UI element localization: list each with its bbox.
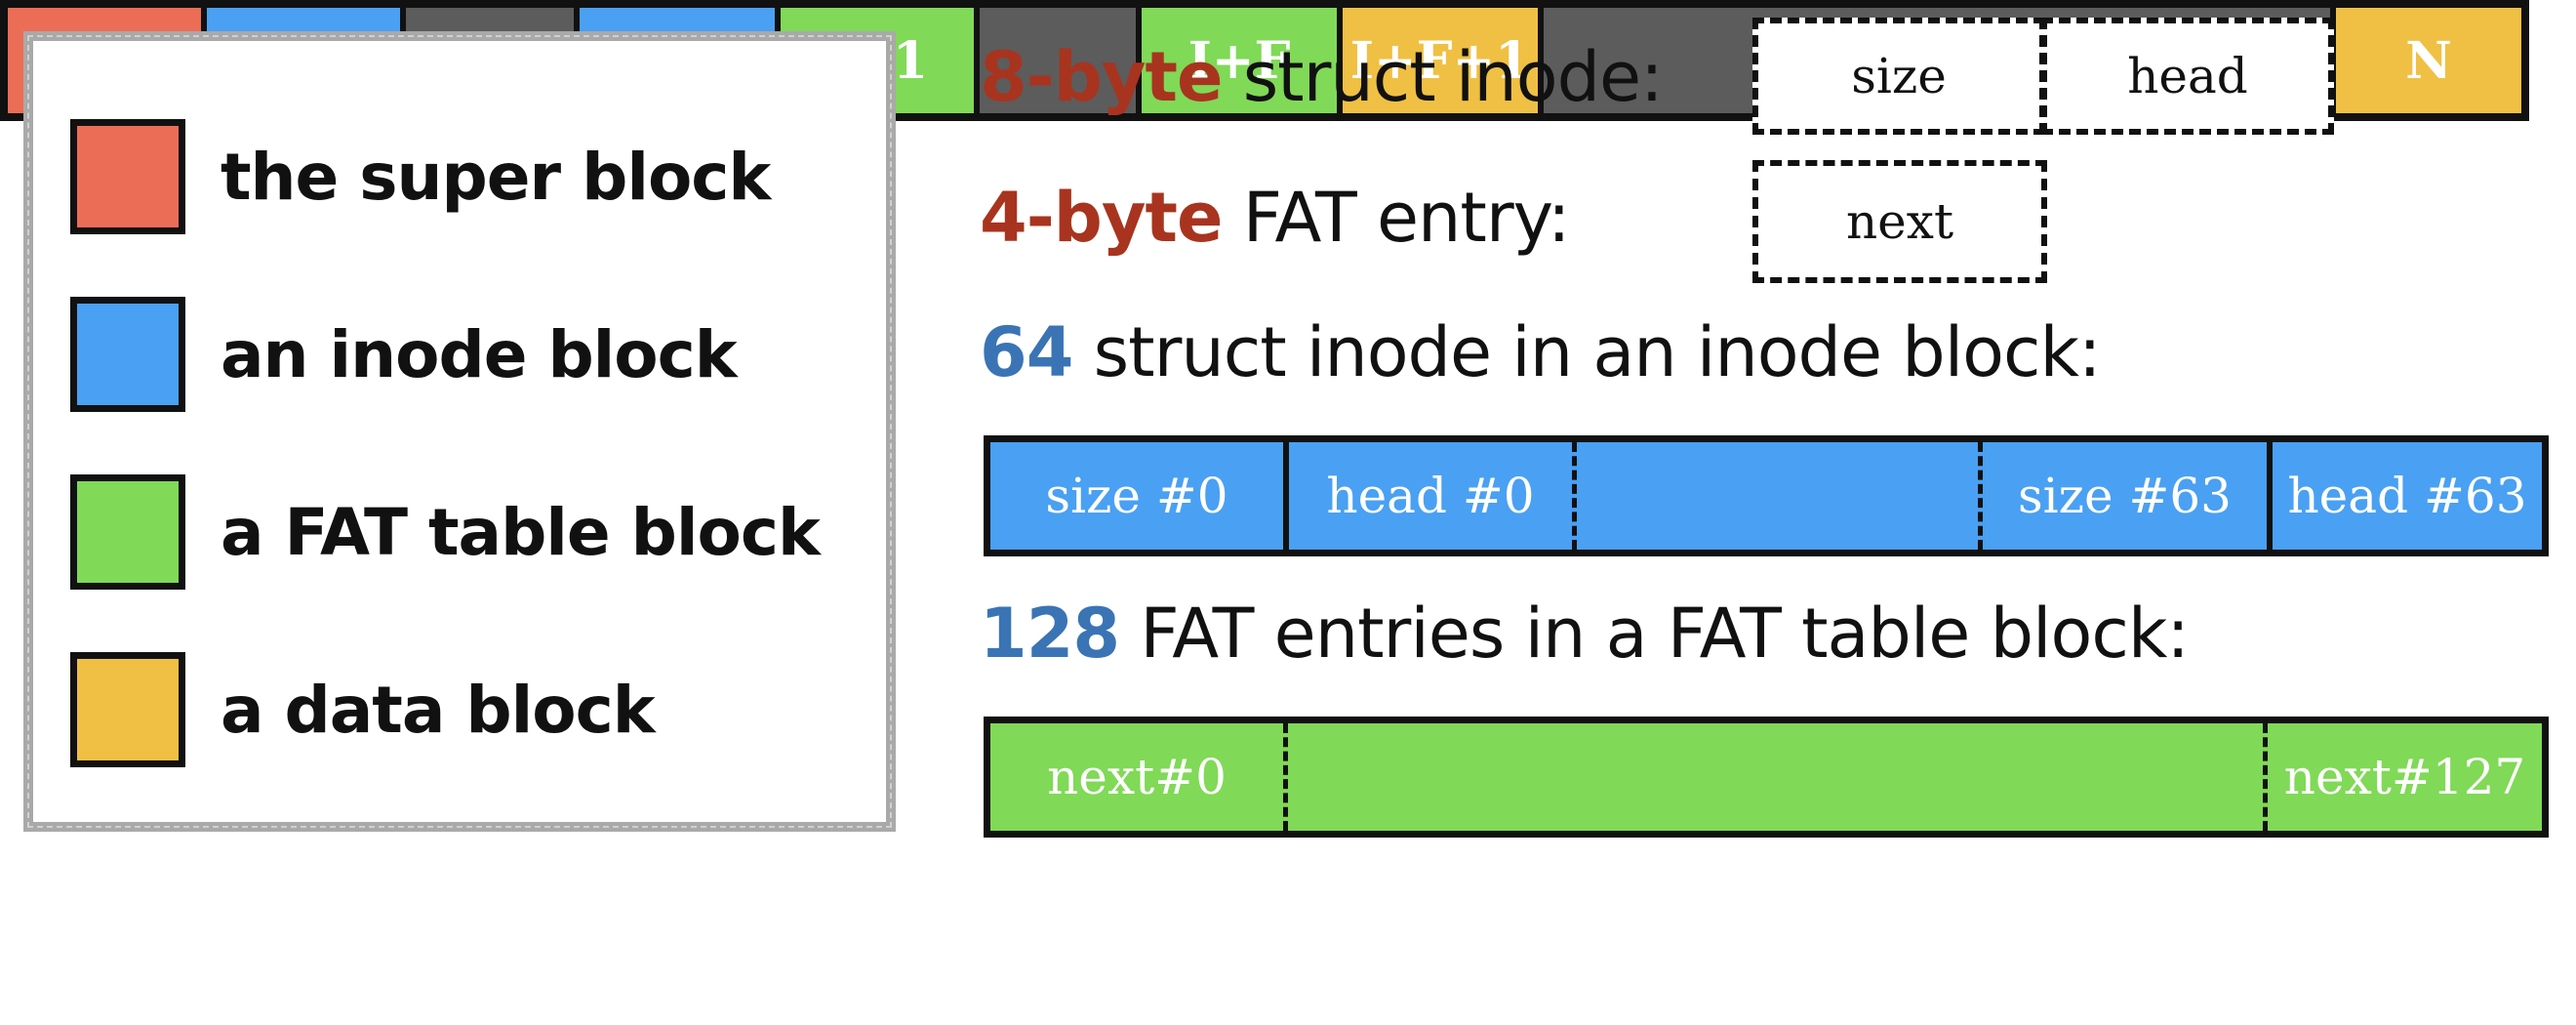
inode-cell-head-63: head #63 [2267,442,2542,550]
legend-label: a data block [221,672,656,748]
fat-entry-text: FAT entry: [1222,178,1571,258]
disk-block-gap [980,8,1142,113]
field-label: size [1851,48,1947,104]
inode-block-caption: 64 struct inode in an inode block: [980,312,2102,392]
legend-item-inode-block: an inode block [70,293,738,416]
legend-swatch-data [70,652,185,767]
legend-label: a FAT table block [221,494,821,570]
fat-count-label: 128 [980,594,1120,674]
legend-label: an inode block [221,316,738,392]
inode-cell-head-0: head #0 [1283,442,1572,550]
field-label: next [1845,193,1954,250]
inode-cell-middle [1572,442,1978,550]
field-label: head [2127,48,2248,104]
disk-block-data-first: I+F+1 [1343,8,1544,113]
fat-cell-next-127: next#127 [2263,723,2542,831]
inode-size-label: 8-byte [980,37,1223,117]
legend-item-data-block: a data block [70,648,656,771]
inode-cell-size-0: size #0 [990,442,1283,550]
inode-count-label: 64 [980,312,1073,392]
fat-field-next: next [1752,160,2047,283]
legend-swatch-super [70,119,185,234]
inode-block-text: struct inode in an inode block: [1072,312,2102,392]
block-label: I+F [1187,30,1291,91]
cell-label: next#0 [1047,749,1227,805]
legend-label: the super block [221,139,771,215]
fat-cell-next-0: next#0 [990,723,1283,831]
inode-struct-text: struct inode: [1222,37,1664,117]
block-label: N [2405,30,2452,91]
inode-block-bar: size #0 head #0 size #63 head #63 [984,435,2549,556]
fat-size-label: 4-byte [980,178,1223,258]
legend-item-fat-block: a FAT table block [70,471,821,594]
inode-struct-caption: 8-byte struct inode: [980,37,1664,117]
legend-item-super-block: the super block [70,115,771,238]
legend-swatch-fat [70,474,185,590]
fat-block-caption: 128 FAT entries in a FAT table block: [980,594,2190,674]
inode-cell-size-63: size #63 [1978,442,2267,550]
cell-label: head #0 [1326,468,1535,524]
cell-label: size #63 [2018,468,2232,524]
inode-field-size: size [1752,18,2045,135]
block-label: I+F+1 [1349,30,1531,91]
disk-block-fat-last: I+F [1142,8,1343,113]
cell-label: next#127 [2283,749,2526,805]
fat-entry-caption: 4-byte FAT entry: [980,178,1571,258]
fat-block-text: FAT entries in a FAT table block: [1119,594,2190,674]
cell-label: head #63 [2287,468,2527,524]
inode-field-head: head [2041,18,2334,135]
fat-block-bar: next#0 next#127 [984,717,2549,838]
legend-swatch-inode [70,297,185,412]
fat-cell-middle [1283,723,2263,831]
cell-label: size #0 [1045,468,1228,524]
disk-block-data-last: N [2336,8,2521,113]
